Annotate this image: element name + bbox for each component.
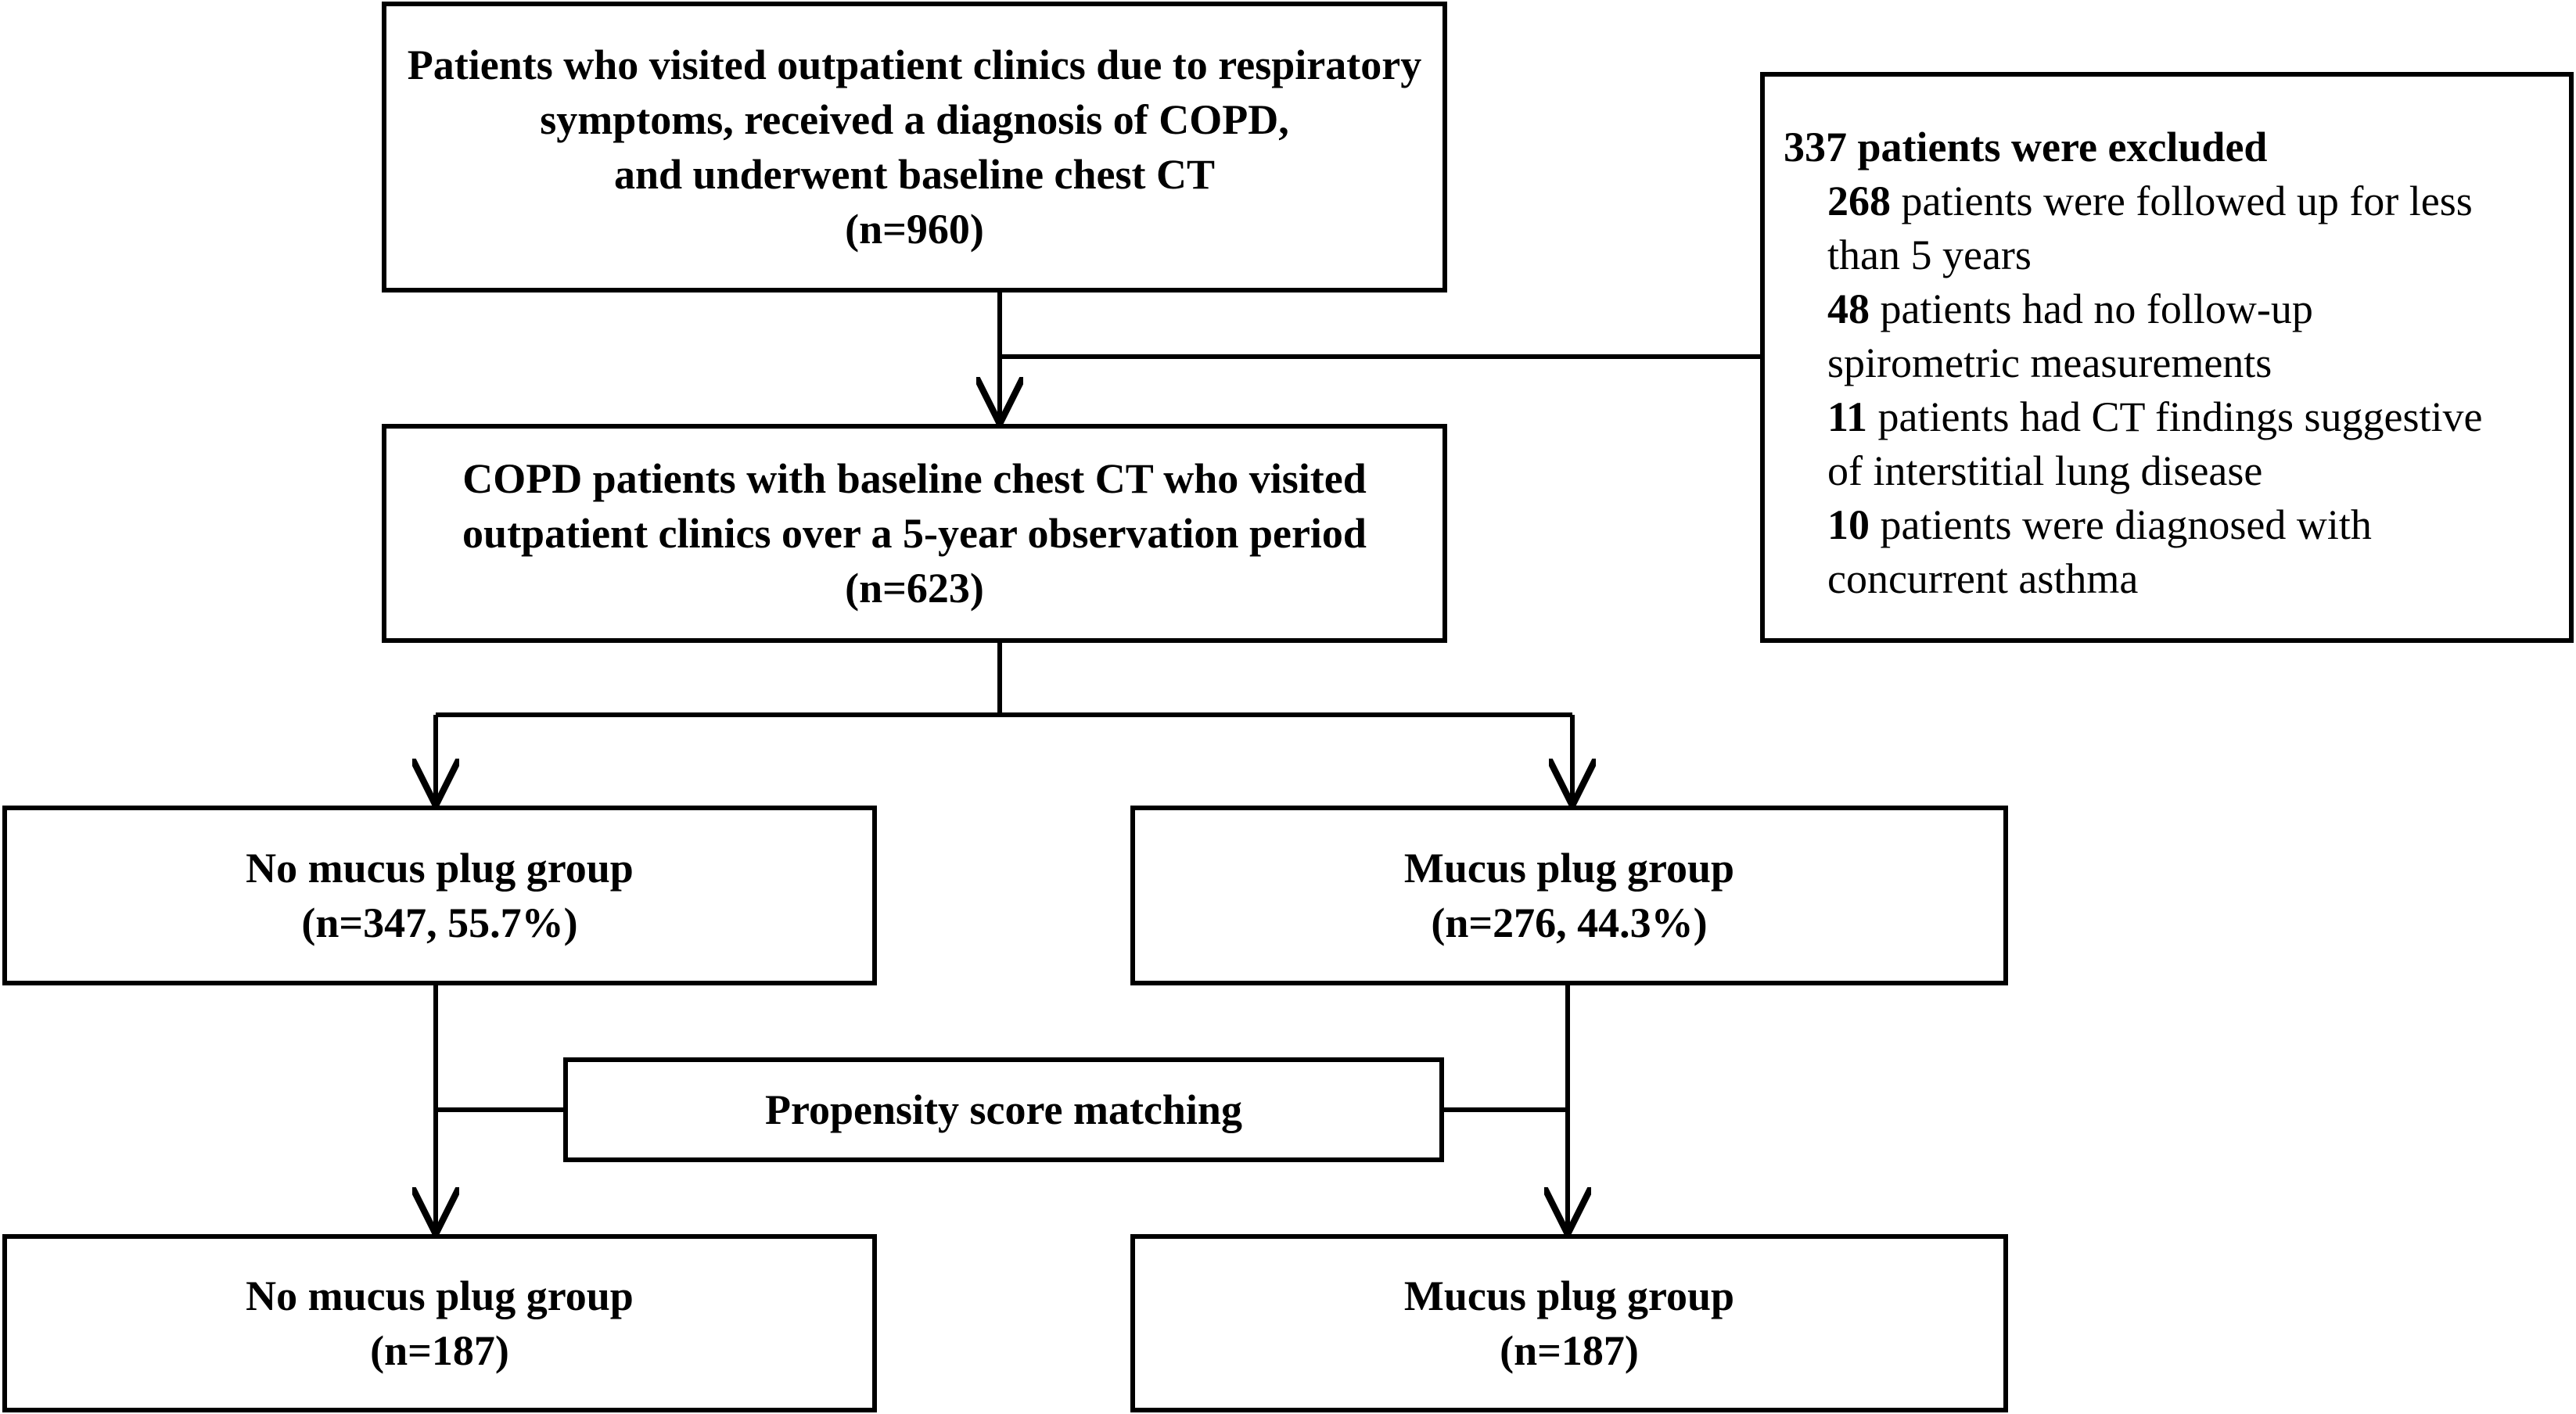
exclusion-text: patients had CT findings suggestive [1867,393,2483,440]
matched-mucus-plug-group-box: Mucus plug group (n=187) [1130,1234,2008,1412]
group-label: No mucus plug group [246,845,634,892]
exclusion-text: patients were followed up for less [1891,178,2473,224]
exclusion-count: 268 [1827,178,1891,224]
exclusion-text-cont: concurrent asthma [1827,555,2139,602]
group-count: (n=187) [370,1327,509,1374]
exclusion-item: 10 patients were diagnosed with concurre… [1784,498,2372,606]
initial-cohort-line-3: and underwent baseline chest CT [613,151,1216,198]
mucus-plug-group-box: Mucus plug group (n=276, 44.3%) [1130,806,2008,985]
exclusion-text-cont: spirometric measurements [1827,339,2272,386]
matched-no-mucus-plug-group-box: No mucus plug group (n=187) [2,1234,877,1412]
study-cohort-line-1: COPD patients with baseline chest CT who… [462,455,1367,502]
exclusion-text: patients were diagnosed with [1870,501,2372,548]
group-label: No mucus plug group [246,1272,634,1319]
initial-cohort-line-2: symptoms, received a diagnosis of COPD, [540,96,1289,143]
exclusion-count: 10 [1827,501,1870,548]
exclusion-text-cont: than 5 years [1827,231,2032,278]
exclusion-item: 11 patients had CT findings suggestive o… [1784,390,2482,498]
exclusion-count: 48 [1827,285,1870,332]
initial-cohort-box: Patients who visited outpatient clinics … [382,2,1447,292]
group-count: (n=276, 44.3%) [1431,899,1708,946]
psm-label: Propensity score matching [765,1086,1242,1133]
no-mucus-plug-group-box: No mucus plug group (n=347, 55.7%) [2,806,877,985]
exclusion-text: patients had no follow-up [1870,285,2313,332]
exclusion-item: 48 patients had no follow-up spirometric… [1784,282,2313,390]
exclusion-text-cont: of interstitial lung disease [1827,447,2263,494]
group-label: Mucus plug group [1403,845,1735,892]
group-count: (n=187) [1500,1327,1639,1374]
study-cohort-line-2: outpatient clinics over a 5-year observa… [462,510,1367,557]
study-cohort-box: COPD patients with baseline chest CT who… [382,424,1447,643]
group-label: Mucus plug group [1403,1272,1735,1319]
initial-cohort-count: (n=960) [845,206,984,253]
exclusion-title: 337 patients were excluded [1784,124,2268,170]
initial-cohort-line-1: Patients who visited outpatient clinics … [407,41,1422,88]
propensity-score-matching-box: Propensity score matching [563,1057,1444,1162]
exclusion-item: 268 patients were followed up for less t… [1784,174,2473,282]
exclusion-box: 337 patients were excluded 268 patients … [1760,72,2574,643]
exclusion-count: 11 [1827,393,1868,440]
group-count: (n=347, 55.7%) [301,899,578,946]
study-cohort-count: (n=623) [845,565,984,612]
